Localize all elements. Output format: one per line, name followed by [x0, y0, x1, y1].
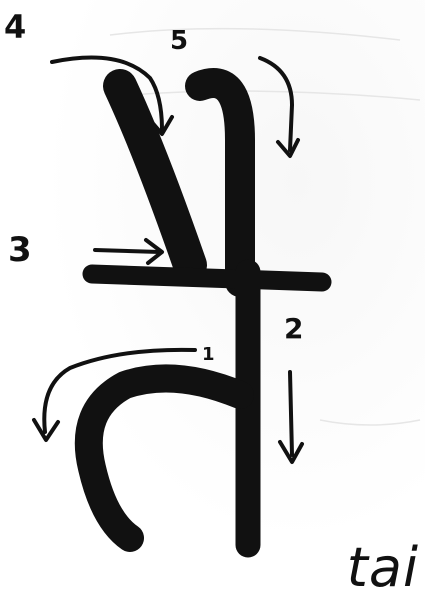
stroke-number-2: 2 [284, 312, 303, 345]
bleed-through-line [130, 91, 420, 100]
stroke-number-4: 4 [4, 8, 26, 46]
stroke-1 [89, 378, 240, 538]
arrow-stroke-3 [95, 240, 162, 263]
stroke-number-5: 5 [170, 26, 188, 56]
stroke-5 [200, 83, 240, 282]
stroke-number-1: 1 [202, 344, 215, 365]
arrow-stroke-2 [280, 372, 302, 462]
stroke-number-3: 3 [8, 230, 32, 270]
bleed-through-line [110, 29, 400, 40]
stroke-3 [92, 274, 322, 282]
romanization-label: tai [347, 536, 419, 599]
stroke-4 [120, 86, 190, 265]
bleed-through-line [320, 420, 420, 425]
arrow-stroke-5 [260, 58, 298, 156]
